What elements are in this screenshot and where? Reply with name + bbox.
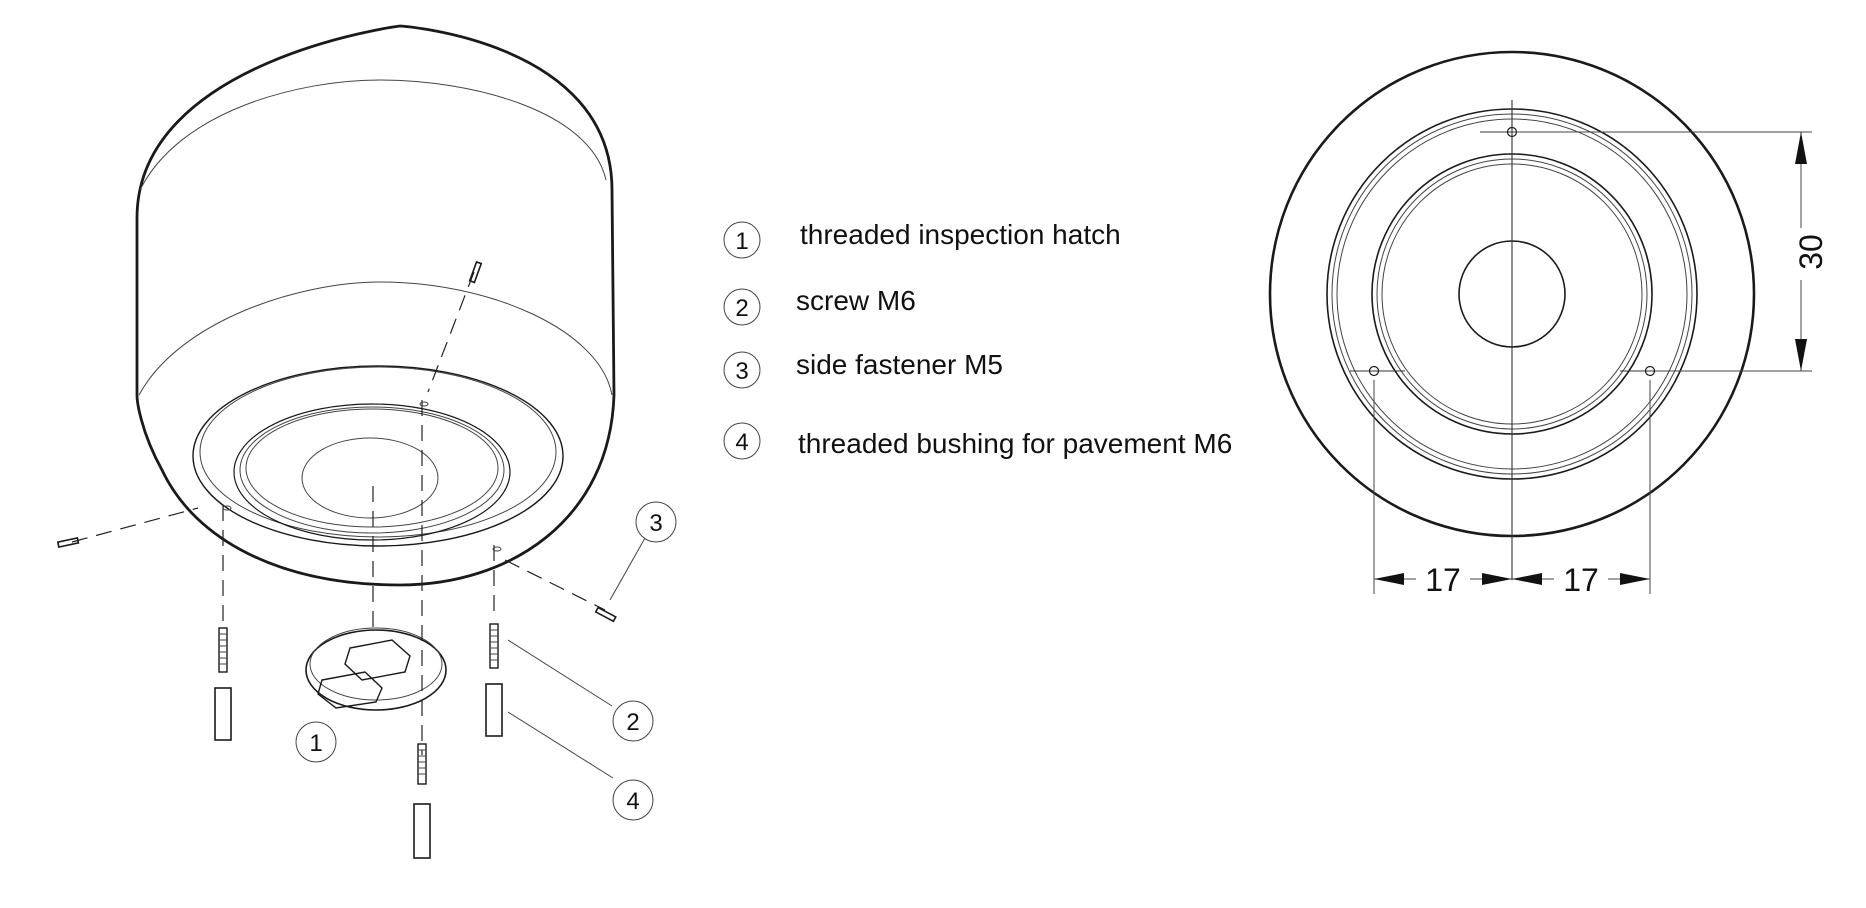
dimension-vertical: 30 <box>1516 131 1829 372</box>
dimension-horizontal-left-label: 17 <box>1425 562 1461 598</box>
top-view: 30 17 17 <box>1268 50 1829 598</box>
screw-hole <box>492 546 502 552</box>
svg-text:4: 4 <box>735 429 748 456</box>
shoulder-line <box>138 281 613 396</box>
flange-inner <box>233 403 511 541</box>
svg-text:threaded bushing for pavement: threaded bushing for pavement M6 <box>798 428 1232 459</box>
center-boss <box>301 437 439 519</box>
dimension-vertical-label: 30 <box>1793 234 1829 270</box>
fixing-hole-left <box>1368 365 1380 377</box>
svg-text:1: 1 <box>309 730 322 757</box>
svg-text:4: 4 <box>626 788 639 815</box>
callout-4: 4 <box>612 779 654 821</box>
inspection-hatch <box>305 627 447 711</box>
leader-4 <box>507 711 614 779</box>
flange-inner-3 <box>245 408 499 528</box>
svg-text:threaded inspection hatch: threaded inspection hatch <box>800 219 1121 250</box>
screw-hole <box>222 505 232 511</box>
side-fastener-right <box>594 606 617 623</box>
screw-hole <box>419 401 429 407</box>
svg-text:side fastener M5: side fastener M5 <box>796 349 1003 380</box>
leader-2 <box>507 639 613 707</box>
legend-item-3: 3 side fastener M5 <box>723 349 1003 389</box>
bushing-right <box>485 683 503 737</box>
flange-outer <box>192 365 564 547</box>
axis-side-left <box>71 507 199 543</box>
svg-text:3: 3 <box>735 358 748 385</box>
isometric-view: 1 2 3 4 <box>56 24 677 859</box>
callout-3: 3 <box>635 501 677 543</box>
screw-bottom <box>417 743 427 785</box>
leader-3 <box>609 537 646 601</box>
svg-text:2: 2 <box>735 295 748 322</box>
body-outline <box>135 24 616 587</box>
axis-side-top <box>427 271 475 393</box>
dimension-horizontal-right-label: 17 <box>1563 562 1599 598</box>
bushing-left <box>214 687 232 741</box>
svg-text:1: 1 <box>735 228 748 255</box>
svg-text:2: 2 <box>626 709 639 736</box>
side-fastener-top <box>468 260 483 284</box>
flange-inner-2 <box>239 406 505 534</box>
callout-1: 1 <box>295 721 337 763</box>
svg-text:screw M6: screw M6 <box>796 285 916 316</box>
legend-item-4: 4 threaded bushing for pavement M6 <box>723 422 1232 460</box>
fixing-hole-right <box>1644 365 1656 377</box>
legend: 1 threaded inspection hatch 2 screw M6 3… <box>723 219 1232 460</box>
svg-text:3: 3 <box>649 510 662 537</box>
screw-left <box>218 627 228 673</box>
flange-mid <box>199 366 557 538</box>
side-fastener-left <box>56 537 80 548</box>
dimension-horizontal: 17 17 <box>1373 380 1651 598</box>
axis-side-right <box>504 559 606 611</box>
legend-item-2: 2 screw M6 <box>723 285 916 326</box>
bushing-bottom <box>413 803 431 859</box>
screw-right <box>489 623 499 669</box>
callout-2: 2 <box>612 700 654 742</box>
legend-item-1: 1 threaded inspection hatch <box>723 219 1121 259</box>
top-rim-line <box>139 79 607 191</box>
